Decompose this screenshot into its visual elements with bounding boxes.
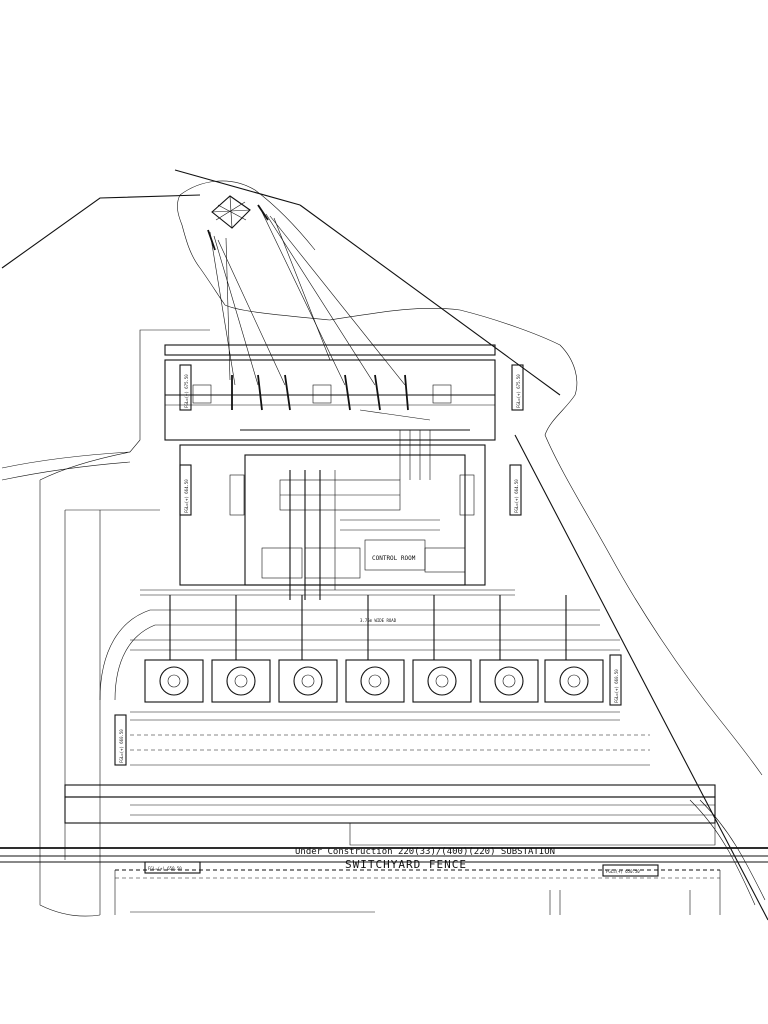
fgl-mid-left-tag: FGL=(+) 664.50	[179, 464, 192, 516]
svg-text:FGL=(+) 650.50: FGL=(+) 650.50	[606, 869, 640, 874]
fgl-top-left-tag: FGL=(+) 675.50	[179, 364, 192, 411]
transformer-row	[130, 595, 650, 766]
control-building-area	[179, 430, 486, 600]
svg-text:FGL=(+) 675.50: FGL=(+) 675.50	[516, 374, 521, 408]
site-boundary-contour	[177, 194, 763, 776]
svg-text:FGL=(+) 660.50: FGL=(+) 660.50	[119, 729, 124, 763]
fgl-bottom-left-tag: FGL=(+) 650.50	[144, 861, 201, 874]
svg-text:FGL=(+) 675.50: FGL=(+) 675.50	[184, 374, 189, 408]
transformer-3	[278, 659, 338, 703]
upper-switchyard-bay	[164, 344, 496, 441]
bottom-fence-region	[114, 869, 721, 915]
lower-bus-area	[0, 784, 768, 906]
svg-text:FGL=(+) 664.50: FGL=(+) 664.50	[514, 479, 519, 513]
road-label: 3.75m WIDE ROAD	[360, 618, 397, 623]
transformer-7	[544, 659, 604, 703]
transmission-tower	[211, 195, 251, 229]
svg-text:FGL=(+) 650.50: FGL=(+) 650.50	[148, 866, 182, 871]
substation-label: Under Construction 220(33)/(400)(220) SU…	[295, 847, 555, 857]
svg-text:FGL=(+) 664.50: FGL=(+) 664.50	[184, 479, 189, 513]
fgl-mid-right-tag: FGL=(+) 664.50	[509, 464, 522, 516]
transformer-6	[479, 659, 539, 703]
access-roads	[1, 451, 600, 915]
switchyard-fence-label: SWITCHYARD FENCE	[345, 858, 467, 871]
incoming-line-conductors	[207, 204, 406, 386]
control-room-label: CONTROL ROOM	[372, 555, 416, 562]
fgl-bottom-right-tag: FGL=(+) 650.50	[602, 864, 659, 877]
fgl-low-right-tag: FGL=(+) 660.50	[609, 654, 622, 706]
transformer-1	[144, 659, 204, 703]
fgl-low-left-tag: FGL=(+) 660.50	[114, 714, 127, 766]
transformer-4	[345, 659, 405, 703]
fgl-top-right-tag: FGL=(+) 675.50	[511, 364, 524, 411]
transformer-2	[211, 659, 271, 703]
transformer-5	[412, 659, 472, 703]
svg-text:FGL=(+) 660.50: FGL=(+) 660.50	[614, 669, 619, 703]
